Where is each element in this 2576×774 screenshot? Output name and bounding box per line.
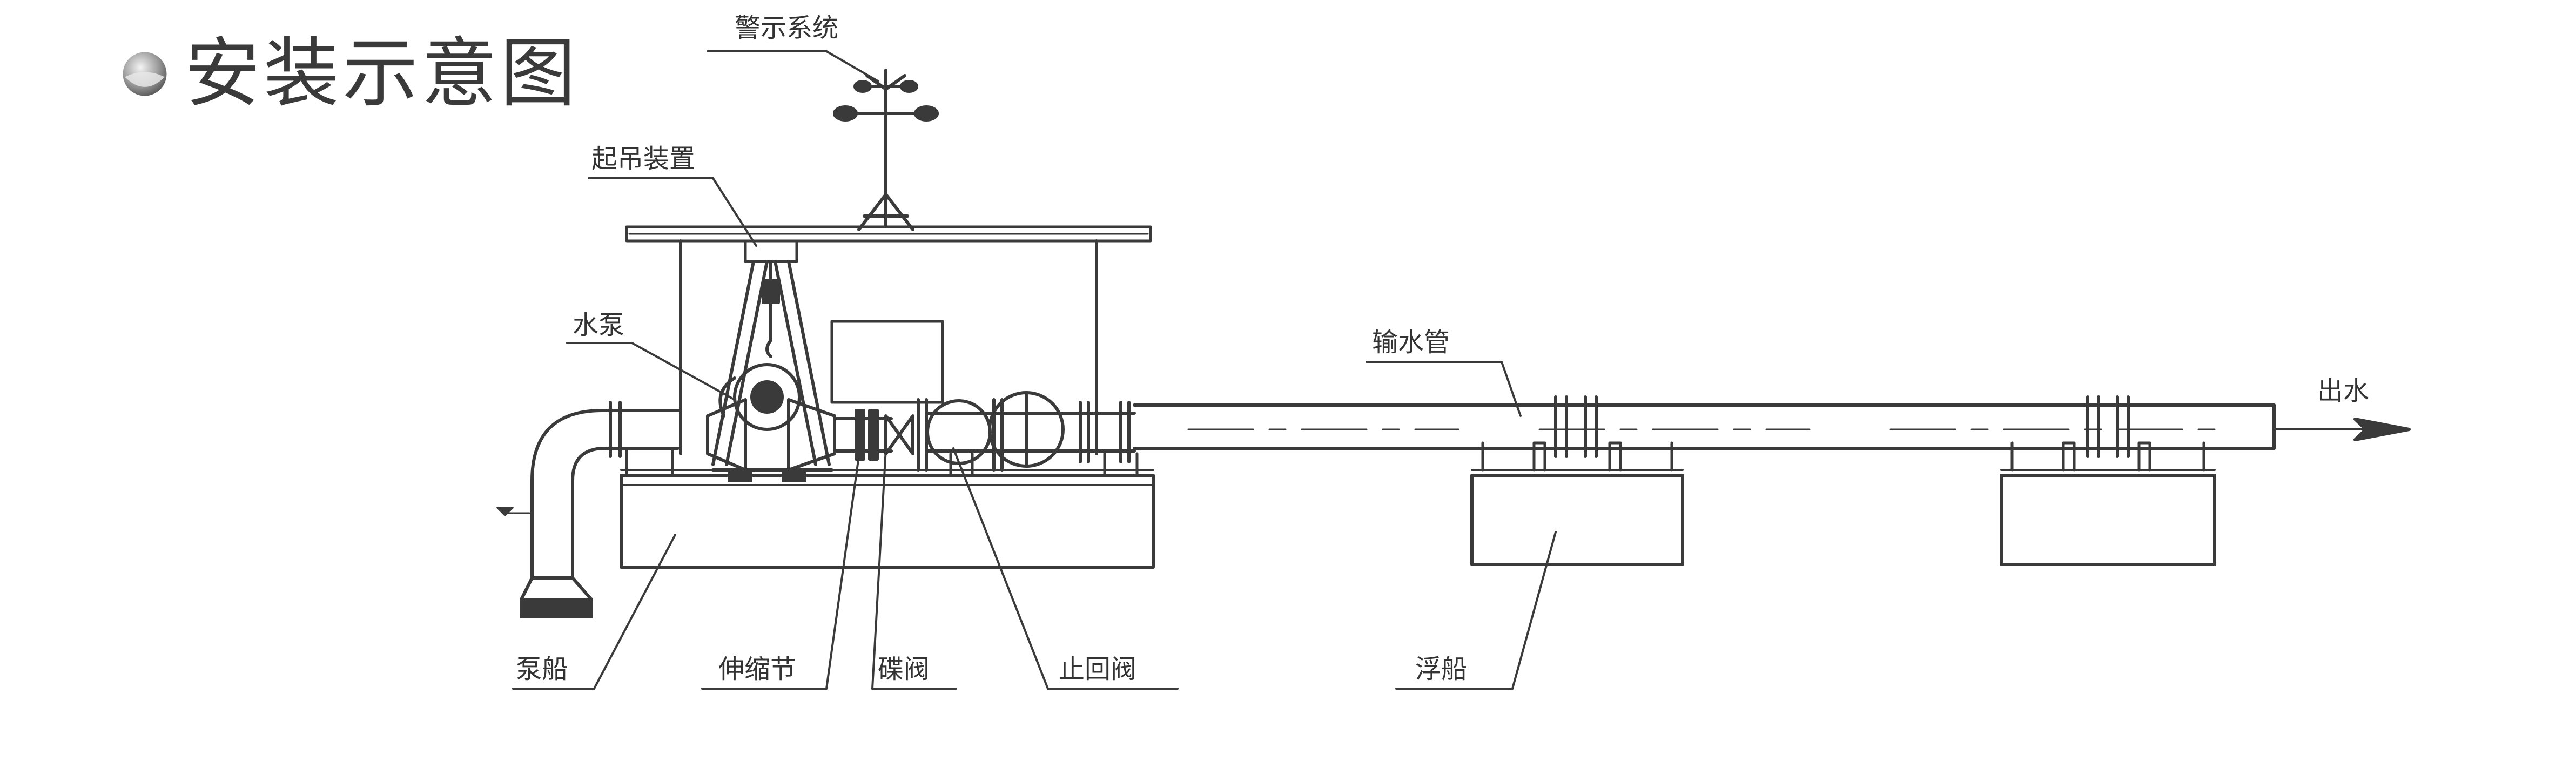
circle-bullet-icon [123,52,167,96]
label-water-pump: 水泵 [573,310,624,340]
label-water-pipe: 输水管 [1372,327,1450,358]
float-boat-2 [2000,441,2216,566]
control-cabinet [830,320,944,404]
roof-frame [625,225,1152,455]
check-valve [925,391,1136,472]
label-expansion-joint: 伸缩节 [718,654,796,684]
label-lifting-device: 起吊装置 [591,144,695,174]
label-check-valve: 止回阀 [1059,654,1136,684]
pump-boat-hull [620,469,1155,569]
expansion-joint-flange [855,409,865,461]
water-pump [706,363,836,482]
page-title: 安装示意图 [185,30,580,118]
lifting-device [711,239,831,466]
label-warning-system: 警示系统 [735,13,838,43]
title-area: 安装示意图 [120,33,579,115]
pump-outlet-piping [833,398,928,472]
float-boat-1 [1470,441,1684,566]
butterfly-valve-body [884,414,914,455]
label-pump-boat: 泵船 [516,654,568,684]
suction-pipe [496,401,680,618]
warning-system-mast [833,69,939,231]
outlet-arrow [2273,418,2411,441]
leader-lines [512,50,1557,690]
label-float-boat: 浮船 [1415,654,1467,684]
label-butterfly-valve: 碟阀 [878,654,930,684]
label-water-outlet: 出水 [2317,376,2369,406]
water-pipe [1133,395,2276,458]
pump-boat-supports [625,447,1139,477]
